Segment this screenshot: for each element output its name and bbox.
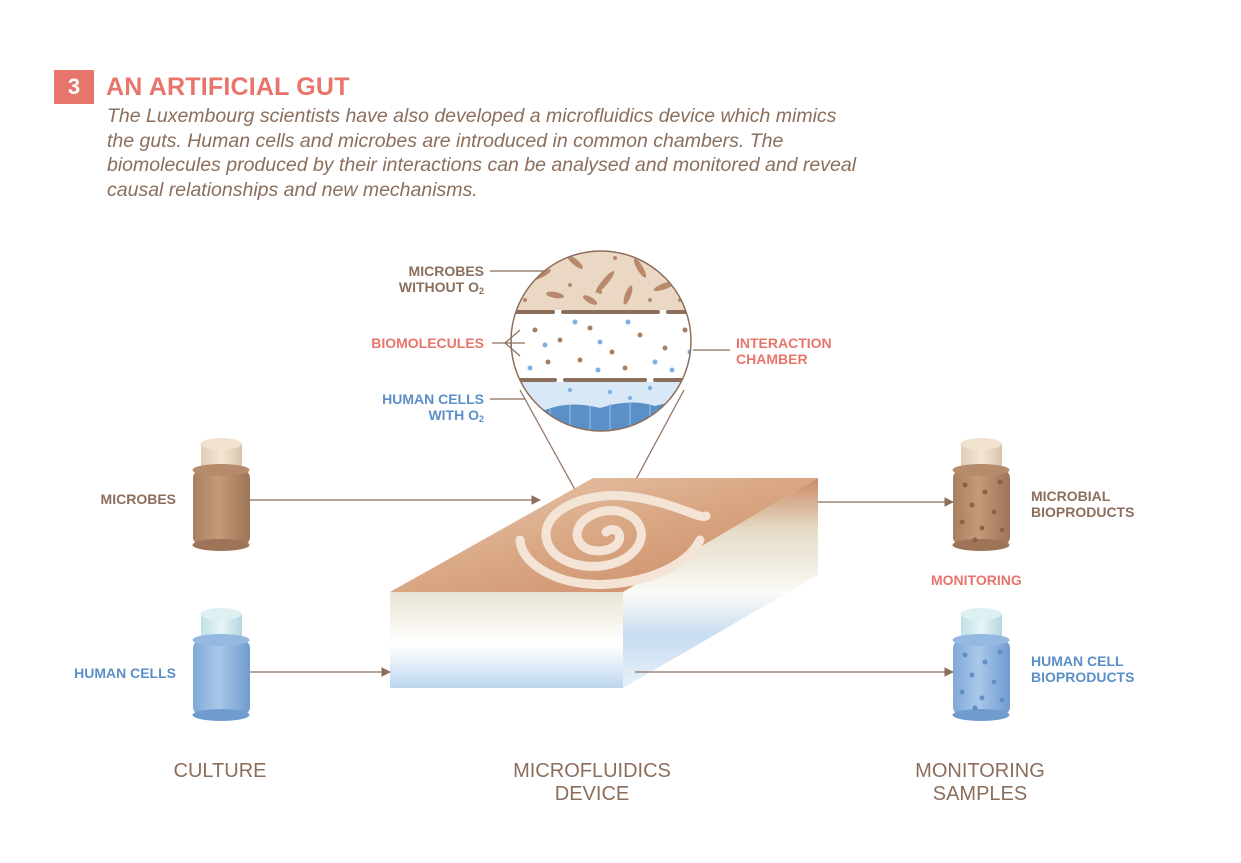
label-microbial-bioproducts: MICROBIAL BIOPRODUCTS — [1031, 488, 1135, 520]
label-human-cell-bioproducts: HUMAN CELL BIOPRODUCTS — [1031, 653, 1135, 685]
label-microbes: MICROBES — [100, 491, 176, 507]
intro-paragraph: The Luxembourg scientists have also deve… — [107, 105, 857, 201]
label-monitoring: MONITORING — [931, 572, 1022, 588]
label-culture: CULTURE — [173, 760, 267, 782]
label-human-cells: HUMAN CELLS — [74, 665, 176, 681]
section-title: AN ARTIFICIAL GUT — [106, 73, 350, 101]
microfluidics-chip — [390, 478, 818, 688]
label-microbes-without-o2: MICROBES WITHOUT O2 — [398, 263, 484, 296]
label-biomolecules: BIOMOLECULES — [371, 335, 484, 351]
microbes-jar — [192, 438, 250, 551]
label-monitoring-samples: MONITORING SAMPLES — [915, 760, 1045, 805]
label-human-cells-with-o2: HUMAN CELLS WITH O2 — [382, 391, 484, 424]
human-cell-bioproducts-jar — [952, 608, 1010, 721]
label-microfluidics-device: MICROFLUIDICS DEVICE — [513, 760, 671, 805]
microbial-bioproducts-jar — [952, 438, 1010, 551]
human-cells-jar — [192, 608, 250, 721]
label-interaction-chamber: INTERACTION CHAMBER — [736, 335, 832, 367]
section-number-badge: 3 — [54, 70, 94, 104]
